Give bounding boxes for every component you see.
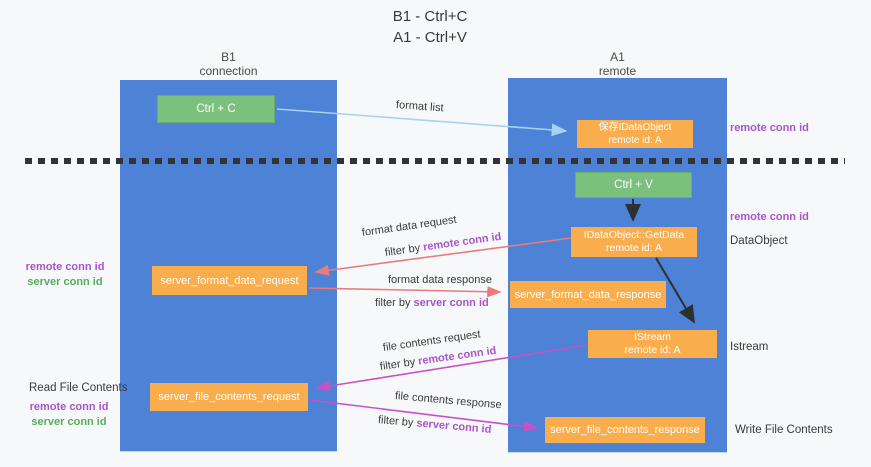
- getdata-line1: IDataObject::GetData: [583, 229, 685, 241]
- remote-conn-id-text: remote conn id: [422, 230, 503, 254]
- title-line-1: B1 - Ctrl+C: [392, 8, 468, 25]
- server-file-contents-request-label: server_file_contents_request: [158, 391, 300, 403]
- save-idataobject-line2: remote id: A: [608, 135, 662, 146]
- save-idataobject-line1: 保存IDataObject: [598, 122, 672, 133]
- right-lane-title: A1: [610, 50, 625, 64]
- right-remote-conn-id-top: remote conn id: [730, 122, 809, 134]
- diagram-title: B1 - Ctrl+C A1 - Ctrl+V: [330, 6, 530, 48]
- right-lane-subtitle: remote: [598, 64, 637, 78]
- filter-by-text: filter by: [377, 414, 414, 430]
- server-file-contents-response-label: server_file_contents_response: [550, 424, 700, 436]
- istream-line1: IStream: [634, 331, 671, 343]
- left-remote-conn-id-1: remote conn id: [25, 261, 105, 273]
- ctrl-v-box: Ctrl + V: [575, 172, 692, 198]
- remote-conn-id-text: remote conn id: [417, 344, 498, 368]
- left-server-conn-id-2: server conn id: [31, 416, 107, 428]
- left-remote-conn-id-2: remote conn id: [29, 401, 109, 413]
- title-line-2: A1 - Ctrl+V: [393, 29, 467, 46]
- server-format-data-request-box: server_format_data_request: [152, 266, 307, 295]
- server-file-contents-response-box: server_file_contents_response: [545, 417, 705, 443]
- server-file-contents-request-box: server_file_contents_request: [150, 383, 308, 411]
- filter-by-text: filter by: [375, 297, 411, 309]
- istream-box: IStream remote id: A: [588, 330, 717, 358]
- left-server-conn-id-1: server conn id: [27, 276, 103, 288]
- read-file-contents-label: Read File Contents: [29, 382, 128, 394]
- server-conn-id-text: server conn id: [413, 297, 489, 309]
- left-lane-title: B1: [221, 50, 236, 64]
- format-data-response-arrow: [308, 286, 502, 298]
- left-lane-header: B1 connection: [120, 50, 337, 78]
- format-data-request-label: format data request: [361, 213, 458, 239]
- write-file-contents-label: Write File Contents: [735, 424, 833, 436]
- file-contents-response-label: file contents response: [394, 390, 503, 412]
- filter-by-text: filter by: [384, 242, 421, 259]
- filter-by-server-conn-id-label-2: filter by server conn id: [377, 414, 491, 436]
- left-conn-id-pair-2: remote conn id server conn id: [29, 400, 109, 430]
- format-data-response-label: format data response: [388, 274, 492, 286]
- server-format-data-response-box: server_format_data_response: [510, 281, 666, 308]
- ctrl-v-label: Ctrl + V: [614, 179, 653, 191]
- ctrl-c-box: Ctrl + C: [157, 95, 275, 123]
- filter-by-text: filter by: [379, 356, 416, 373]
- dataobject-label: DataObject: [730, 235, 788, 247]
- format-list-label: format list: [395, 99, 444, 115]
- save-idataobject-box: 保存IDataObject remote id: A: [577, 120, 693, 148]
- right-remote-conn-id-mid: remote conn id: [730, 211, 809, 223]
- istream-line2: remote id: A: [624, 344, 681, 356]
- dashed-divider: [25, 158, 845, 164]
- right-lane-header: A1 remote: [508, 50, 727, 78]
- left-lane-subtitle: connection: [199, 64, 258, 78]
- server-format-data-request-label: server_format_data_request: [160, 274, 299, 287]
- filter-by-remote-conn-id-label-1: filter by remote conn id: [384, 231, 502, 259]
- istream-side-label: Istream: [730, 341, 769, 353]
- filter-by-server-conn-id-label-1: filter by server conn id: [375, 297, 489, 309]
- ctrl-c-label: Ctrl + C: [196, 103, 236, 115]
- left-conn-id-pair-1: remote conn id server conn id: [25, 260, 105, 290]
- idataobject-getdata-box: IDataObject::GetData remote id: A: [571, 227, 697, 257]
- getdata-line2: remote id: A: [605, 242, 663, 254]
- server-conn-id-text: server conn id: [415, 417, 492, 436]
- server-format-data-response-label: server_format_data_response: [514, 288, 662, 301]
